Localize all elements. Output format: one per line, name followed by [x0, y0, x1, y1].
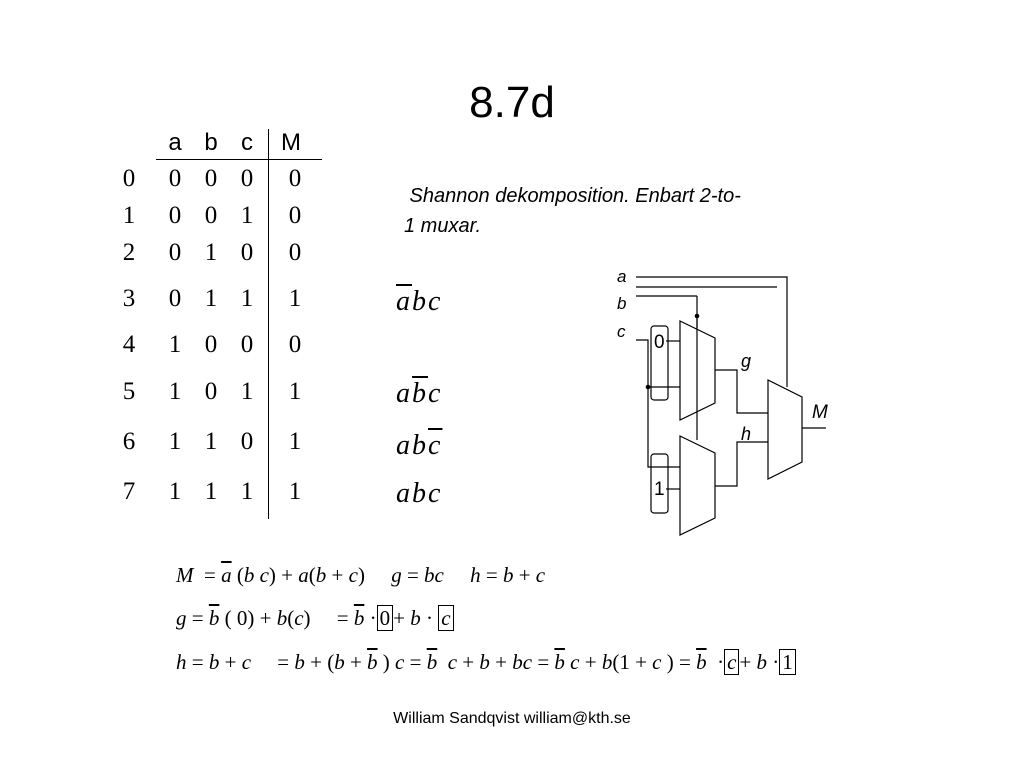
wire-g — [715, 369, 768, 414]
const1-box — [650, 453, 669, 514]
minterm-row3: abc — [396, 286, 443, 317]
label-const-0: 0 — [654, 332, 665, 353]
equation-m: M = a (b c) + a(b + c) g = bc h = b + c — [176, 563, 546, 587]
equation-h: h = b + c = b + (b + b ) c = b c + b + b… — [176, 649, 796, 675]
junction-c — [645, 384, 651, 390]
mux-g — [679, 320, 716, 421]
header-a: a — [168, 129, 182, 156]
minterm-row6: abc — [396, 430, 443, 461]
wire-a — [636, 276, 788, 387]
description-line-2: 1 muxar. — [404, 215, 482, 237]
footer-author: William Sandqvist william@kth.se — [393, 710, 631, 727]
minterm-row7: abc — [396, 478, 443, 509]
header-b: b — [204, 129, 218, 156]
label-a: a — [617, 267, 626, 286]
junction-b — [694, 313, 700, 319]
label-g: g — [741, 351, 751, 371]
header-c: c — [241, 129, 253, 156]
label-m: M — [812, 402, 828, 423]
label-c: c — [617, 322, 626, 341]
wire-c — [636, 339, 680, 468]
header-m: M — [281, 129, 301, 156]
mux-m — [767, 379, 803, 480]
label-const-1: 1 — [654, 479, 665, 500]
mux-h — [679, 435, 716, 536]
description-line-1: Shannon dekomposition. Enbart 2-to- — [404, 185, 741, 207]
truth-table: a b c M 0 0 0 0 0 1 0 0 1 0 2 0 1 0 0 3 … — [110, 125, 330, 525]
header-divider — [156, 159, 322, 160]
label-b: b — [617, 294, 626, 313]
column-divider — [268, 129, 269, 519]
slide-title: 8.7d — [469, 78, 555, 127]
wire-h — [715, 441, 768, 487]
label-h: h — [741, 424, 751, 444]
mux-circuit-diagram: a b c 0 1 g h M — [617, 267, 828, 536]
minterm-row5: abc — [396, 378, 443, 409]
description: Shannon dekomposition. Enbart 2-to- 1 mu… — [404, 181, 844, 241]
const0-box — [650, 325, 669, 401]
equation-g: g = b ( 0) + b(c) = b ·0+ b · c — [176, 605, 454, 631]
